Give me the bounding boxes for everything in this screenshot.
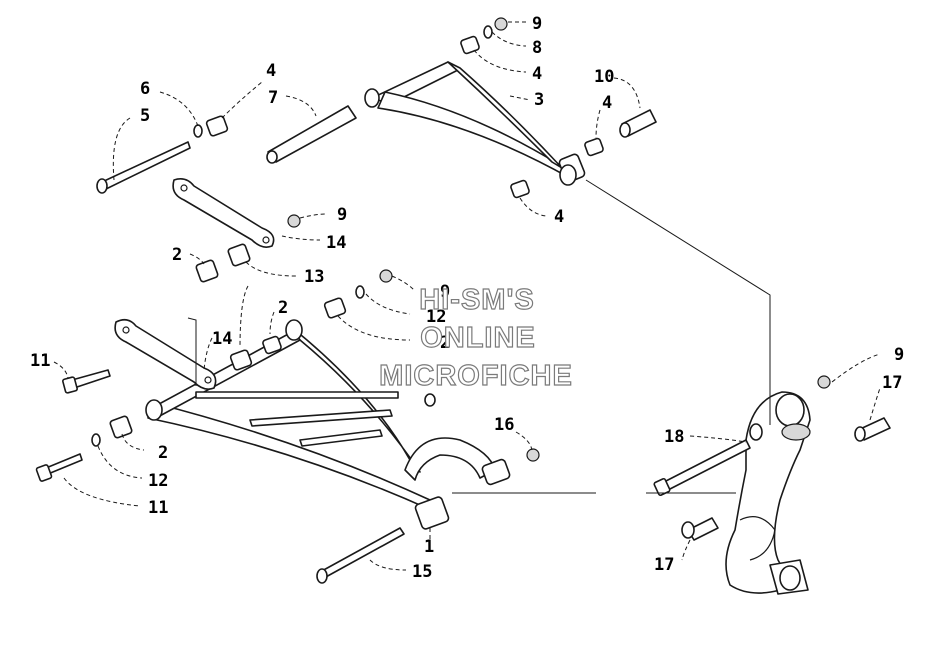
callout-6: 6	[140, 79, 150, 99]
watermark-line-2: ONLINE	[420, 321, 536, 354]
callout-4: 4	[532, 64, 542, 84]
callout-18: 18	[664, 427, 684, 447]
shaft-7	[266, 105, 357, 164]
pin-10	[619, 109, 657, 138]
upper-bushings	[460, 17, 604, 199]
callout-9: 9	[337, 205, 347, 225]
callout-7: 7	[268, 88, 278, 108]
callout-5: 5	[140, 106, 150, 126]
bushings-middle	[195, 243, 251, 283]
callout-10: 10	[594, 67, 614, 87]
link-plate-upper	[172, 178, 301, 248]
watermark-line-1: HI-SM'S	[419, 283, 535, 316]
callout-14: 14	[212, 329, 232, 349]
callout-11: 11	[148, 498, 168, 518]
knuckle-hardware	[653, 417, 891, 541]
callout-12: 12	[426, 307, 446, 327]
callout-12: 12	[148, 471, 168, 491]
callout-8: 8	[532, 38, 542, 58]
upper-a-arm	[364, 61, 586, 186]
callout-4: 4	[266, 61, 276, 81]
callout-4: 4	[602, 93, 612, 113]
callout-1: 1	[424, 537, 434, 557]
callout-2: 2	[158, 443, 168, 463]
lower-a-arm	[145, 319, 511, 530]
callout-2: 2	[440, 333, 450, 353]
callout-13: 13	[304, 267, 324, 287]
callout-9: 9	[894, 345, 904, 365]
link-plate-lower	[114, 317, 217, 390]
callout-3: 3	[534, 90, 544, 110]
callout-9: 9	[532, 14, 542, 34]
callout-2: 2	[172, 245, 182, 265]
callout-16: 16	[494, 415, 514, 435]
callout-numbers: 9 8 4 3 6 5 4 7 10 4 4 9 14 2 13 9 12 2 …	[30, 14, 904, 582]
callout-2: 2	[278, 298, 288, 318]
callout-14: 14	[326, 233, 346, 253]
callout-4: 4	[554, 207, 564, 227]
watermark-line-3: MICROFICHE	[379, 359, 573, 392]
bolts-11	[35, 369, 111, 482]
callout-17: 17	[654, 555, 674, 575]
callout-11: 11	[30, 351, 50, 371]
callout-15: 15	[412, 562, 432, 582]
long-bolt-15	[316, 527, 405, 584]
reference-lines	[452, 179, 771, 494]
leader-lines	[53, 21, 881, 571]
spindle-knuckle	[725, 375, 831, 595]
long-bolt-5	[96, 115, 229, 194]
callout-9: 9	[440, 282, 450, 302]
callout-17: 17	[882, 373, 902, 393]
